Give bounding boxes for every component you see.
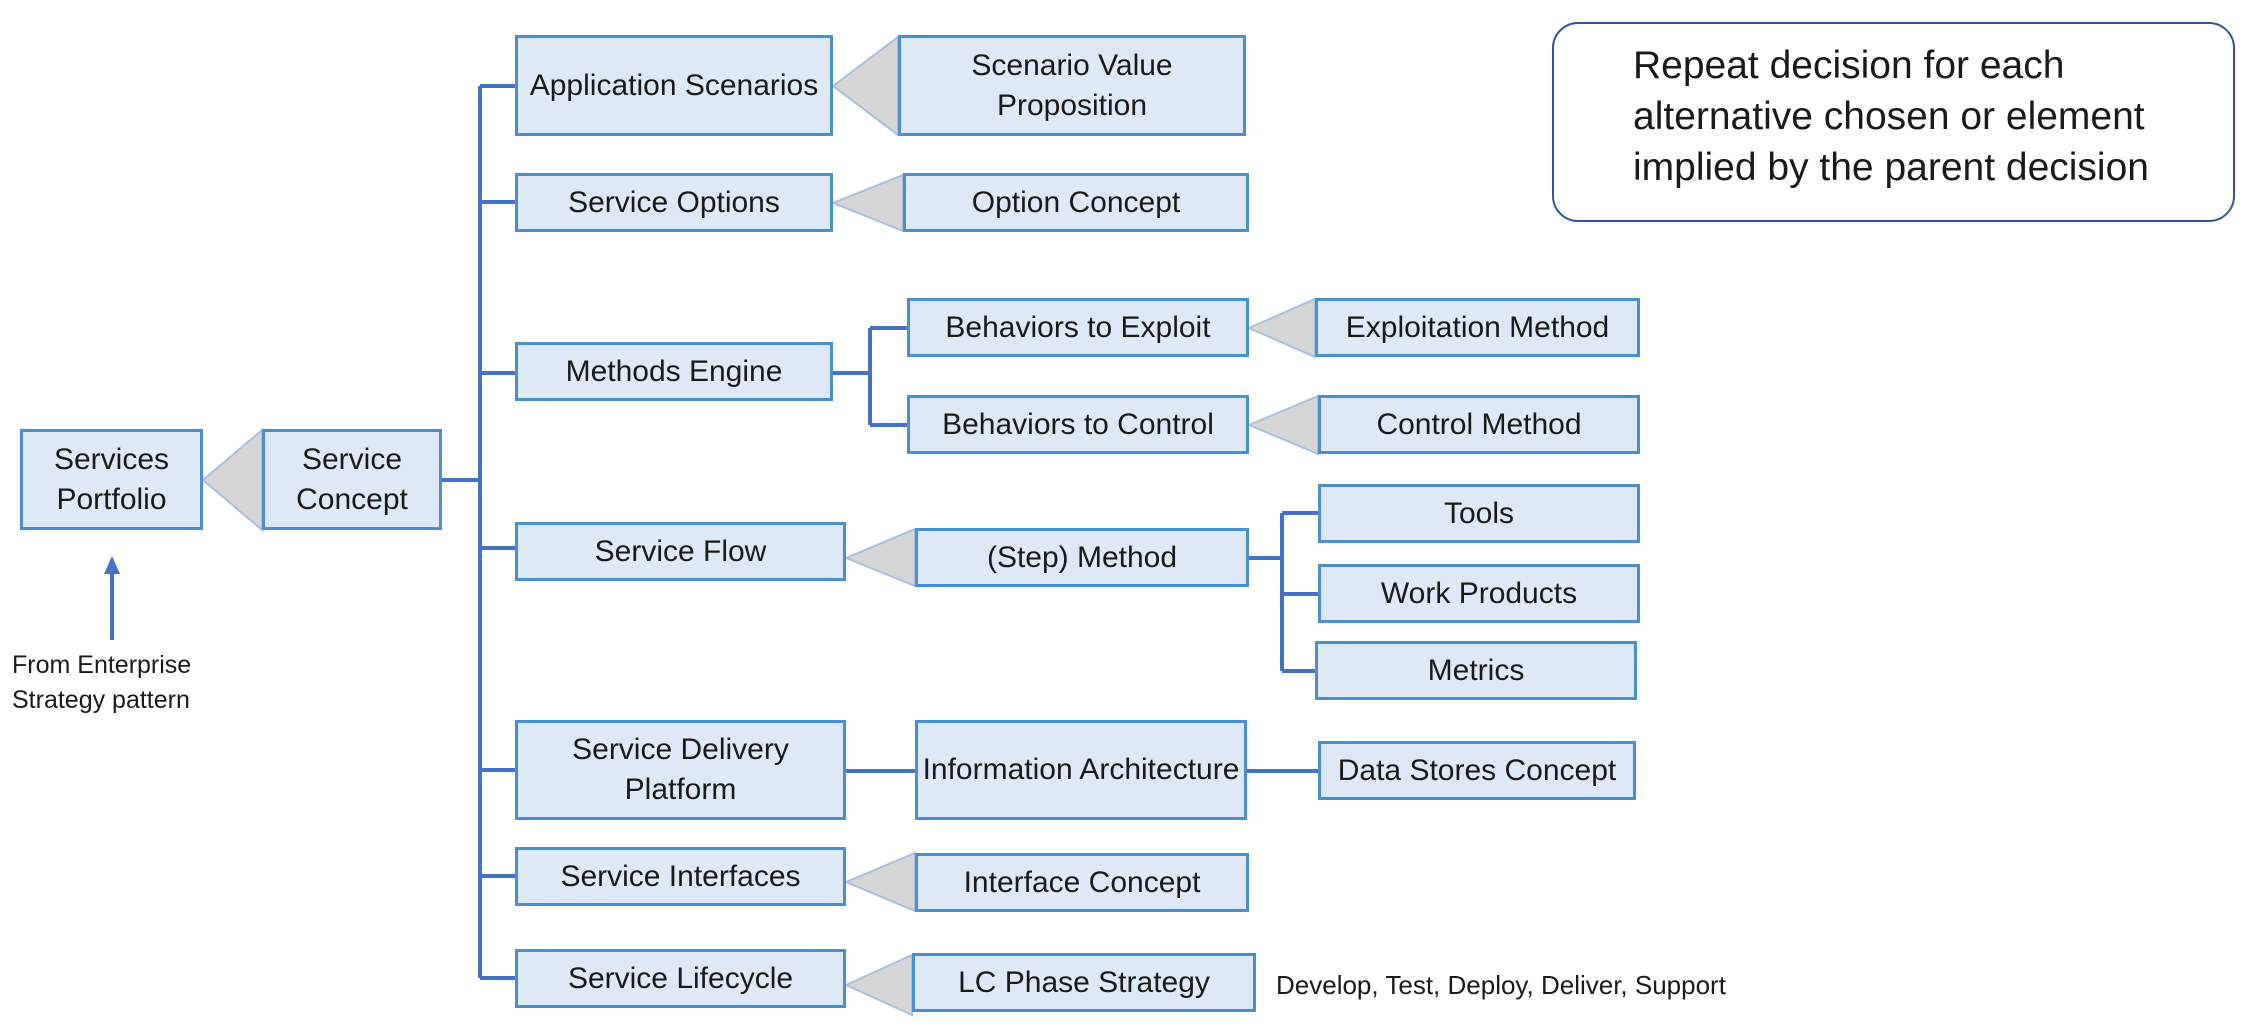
- legend-box: Repeat decision for each alternative cho…: [1552, 22, 2235, 222]
- triangle-icon-scenario-value: [831, 34, 899, 138]
- data-stores-concept-label: Data Stores Concept: [1337, 753, 1617, 787]
- option-concept-label: Option Concept: [971, 185, 1181, 219]
- triangle-icon-interface-concept: [843, 851, 916, 913]
- connector-lines: [110, 84, 1318, 980]
- methods-engine-box: Methods Engine: [515, 342, 833, 401]
- connector-step-method: [1249, 511, 1318, 673]
- service-delivery-platform-box: Service Delivery Platform: [515, 720, 846, 820]
- behaviors-to-exploit-box: Behaviors to Exploit: [907, 298, 1249, 357]
- exploitation-method-label: Exploitation Method: [1345, 310, 1610, 344]
- step-method-label: (Step) Method: [986, 540, 1178, 574]
- triangle-icon-exploitation-method: [1246, 297, 1316, 359]
- application-scenarios-label: Application Scenarios: [529, 68, 819, 102]
- behaviors-to-control-box: Behaviors to Control: [907, 395, 1249, 454]
- behaviors-to-exploit-label: Behaviors to Exploit: [945, 310, 1211, 344]
- arrow-up-icon: [104, 556, 120, 574]
- triangle-icon-control-method: [1246, 394, 1319, 456]
- data-stores-concept-box: Data Stores Concept: [1318, 741, 1636, 800]
- service-flow-label: Service Flow: [594, 534, 767, 568]
- tools-label: Tools: [1443, 496, 1515, 530]
- lifecycle-phases-note: Develop, Test, Deploy, Deliver, Support: [1276, 970, 1726, 1000]
- triangle-icon-step-method: [843, 527, 916, 588]
- service-concept-label: Service Concept: [296, 442, 408, 516]
- scenario-value-proposition-box: Scenario Value Proposition: [898, 35, 1246, 136]
- legend-text: Repeat decision for each alternative cho…: [1633, 44, 2149, 189]
- source-pattern-note: From Enterprise Strategy pattern: [12, 651, 192, 714]
- behaviors-to-control-label: Behaviors to Control: [942, 407, 1214, 441]
- service-interfaces-label: Service Interfaces: [560, 859, 801, 893]
- methods-engine-label: Methods Engine: [565, 354, 783, 388]
- application-scenarios-box: Application Scenarios: [515, 35, 833, 136]
- metrics-label: Metrics: [1427, 653, 1525, 687]
- interface-concept-label: Interface Concept: [963, 865, 1201, 899]
- triangle-icon-lc-phase-strategy: [843, 953, 913, 1017]
- services-portfolio-label: Services Portfolio: [53, 442, 170, 516]
- lc-phase-strategy-box: LC Phase Strategy: [912, 953, 1256, 1012]
- metrics-box: Metrics: [1315, 641, 1637, 700]
- connector-branches: [480, 84, 515, 980]
- information-architecture-label: Information Architecture: [922, 753, 1240, 786]
- service-options-box: Service Options: [515, 173, 833, 232]
- triangle-icon-service-concept: [201, 427, 263, 533]
- control-method-box: Control Method: [1318, 395, 1640, 454]
- service-delivery-platform-label: Service Delivery Platform: [572, 733, 789, 806]
- work-products-box: Work Products: [1318, 564, 1640, 623]
- step-method-box: (Step) Method: [915, 528, 1249, 587]
- work-products-label: Work Products: [1380, 576, 1578, 610]
- service-lifecycle-box: Service Lifecycle: [515, 949, 846, 1008]
- scenario-value-proposition-label: Scenario Value Proposition: [971, 48, 1173, 122]
- connector-methods-engine: [833, 326, 907, 427]
- service-flow-box: Service Flow: [515, 522, 846, 581]
- interface-concept-box: Interface Concept: [915, 853, 1249, 912]
- information-architecture-box: Information Architecture: [915, 720, 1247, 820]
- services-portfolio-box: Services Portfolio: [20, 429, 203, 530]
- service-options-label: Service Options: [568, 185, 780, 219]
- exploitation-method-box: Exploitation Method: [1315, 298, 1640, 357]
- control-method-label: Control Method: [1376, 407, 1582, 441]
- option-concept-box: Option Concept: [903, 173, 1249, 232]
- service-interfaces-box: Service Interfaces: [515, 847, 846, 906]
- triangle-icon-option-concept: [830, 173, 904, 233]
- service-concept-box: Service Concept: [262, 429, 442, 530]
- service-lifecycle-label: Service Lifecycle: [567, 961, 794, 995]
- tools-box: Tools: [1318, 484, 1640, 543]
- lc-phase-strategy-label: LC Phase Strategy: [958, 965, 1210, 999]
